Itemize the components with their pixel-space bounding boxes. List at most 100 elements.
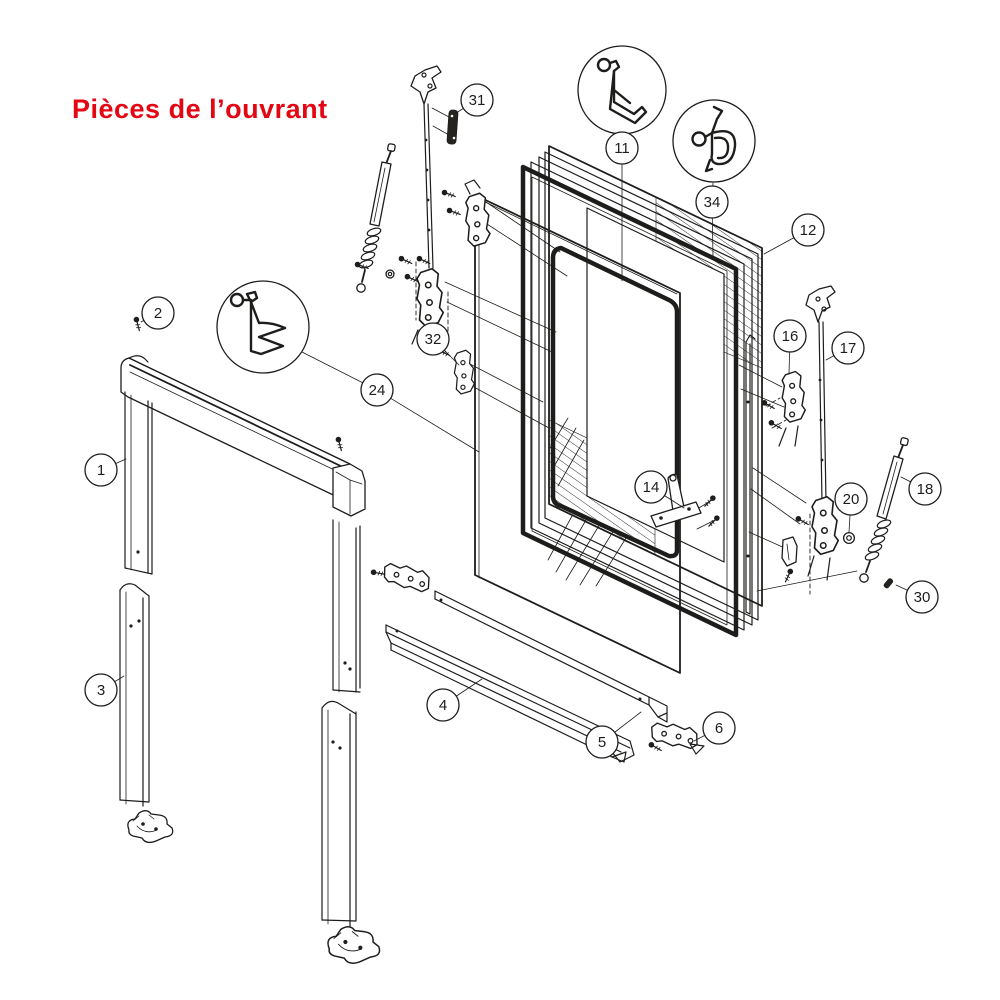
seal-profile-34-glyph bbox=[691, 105, 737, 173]
callout-circle-5 bbox=[585, 725, 619, 759]
part-3-rail bbox=[119, 583, 174, 844]
callout-circle-2 bbox=[141, 296, 175, 330]
glass-reflection bbox=[547, 417, 627, 587]
arm-17-foot bbox=[793, 495, 840, 581]
leader-line-24 bbox=[376, 389, 480, 453]
callout-number-6: 6 bbox=[715, 720, 723, 737]
seal-profile-24-glyph bbox=[229, 290, 287, 356]
detail-circle-24 bbox=[216, 280, 310, 374]
outer-seal-loop bbox=[520, 164, 739, 638]
callout-number-16: 16 bbox=[782, 328, 799, 345]
window-handle bbox=[650, 473, 722, 529]
detail-circle-34 bbox=[672, 99, 756, 183]
callout-number-34: 34 bbox=[704, 194, 721, 211]
strut-spring bbox=[864, 519, 892, 561]
callout-number-17: 17 bbox=[840, 340, 857, 357]
frame-hatch-bottom-left bbox=[548, 419, 656, 556]
frame-corner-cap-right bbox=[332, 463, 366, 517]
strut-spring bbox=[358, 227, 382, 269]
bottom-rail-4 bbox=[385, 624, 635, 763]
callout-5: 5 bbox=[585, 725, 619, 759]
frame-top-bar bbox=[120, 355, 366, 575]
sash-frame-rear bbox=[548, 145, 763, 607]
spreader-arm-17 bbox=[793, 285, 840, 581]
callout-30: 30 bbox=[905, 580, 939, 614]
frame-left-rail-upper bbox=[124, 391, 153, 575]
callout-circle-17 bbox=[831, 331, 865, 365]
callout-14: 14 bbox=[634, 470, 668, 504]
callout-16: 16 bbox=[773, 319, 807, 353]
callout-31: 31 bbox=[460, 83, 494, 117]
corner-foot-bracket bbox=[127, 810, 174, 844]
hinge-bracket-16 bbox=[759, 370, 807, 447]
gas-strut-18 bbox=[859, 437, 909, 583]
corner-foot-bracket bbox=[327, 925, 381, 964]
cover-plate-31 bbox=[446, 109, 459, 145]
callout-18: 18 bbox=[908, 472, 942, 506]
callout-circle-3 bbox=[84, 673, 118, 707]
callout-12: 12 bbox=[791, 213, 825, 247]
callout-circle-20 bbox=[834, 482, 868, 516]
callout-circle-14 bbox=[634, 470, 668, 504]
callout-11: 11 bbox=[605, 131, 639, 165]
nut-20 bbox=[842, 531, 856, 545]
callout-circle-11 bbox=[605, 131, 639, 165]
glazing-bead-strip bbox=[745, 334, 756, 615]
callout-34: 34 bbox=[695, 185, 729, 219]
callout-24: 24 bbox=[360, 373, 394, 407]
callout-17: 17 bbox=[831, 331, 865, 365]
callout-2: 2 bbox=[141, 296, 175, 330]
inner-glazing-gasket bbox=[550, 245, 680, 559]
rail-end-bracket-left bbox=[369, 557, 435, 597]
callout-circle-30 bbox=[905, 580, 939, 614]
callout-6: 6 bbox=[702, 711, 736, 745]
sash-profile-outlines bbox=[530, 151, 759, 631]
callout-circle-18 bbox=[908, 472, 942, 506]
handle-screw bbox=[702, 493, 718, 509]
screw-30 bbox=[883, 578, 894, 589]
callout-3: 3 bbox=[84, 673, 118, 707]
callout-20: 20 bbox=[834, 482, 868, 516]
callout-number-24: 24 bbox=[369, 382, 386, 399]
callout-number-31: 31 bbox=[469, 92, 486, 109]
bottom-rail-5 bbox=[434, 590, 668, 723]
callout-number-32: 32 bbox=[425, 331, 442, 348]
handle-screw bbox=[706, 513, 722, 529]
callout-number-1: 1 bbox=[97, 462, 105, 479]
callout-circle-32 bbox=[416, 322, 450, 356]
spreader-arm-left bbox=[397, 65, 445, 349]
frame-screw-2b bbox=[334, 435, 345, 452]
callout-circle-4 bbox=[426, 688, 460, 722]
page-title: Pièces de l’ouvrant bbox=[72, 94, 328, 124]
callout-circle-31 bbox=[460, 83, 494, 117]
callout-number-11: 11 bbox=[614, 140, 630, 157]
washer bbox=[385, 269, 395, 279]
callout-number-12: 12 bbox=[800, 222, 817, 239]
callout-circle-34 bbox=[695, 185, 729, 219]
detail-circle-11 bbox=[577, 45, 667, 135]
callout-number-5: 5 bbox=[598, 734, 606, 751]
lower-right-plate bbox=[781, 536, 798, 584]
callout-number-4: 4 bbox=[439, 697, 447, 714]
seal-profile-11-glyph bbox=[596, 57, 648, 125]
callout-4: 4 bbox=[426, 688, 460, 722]
callout-number-18: 18 bbox=[917, 481, 934, 498]
frame-right-rail-lower bbox=[321, 700, 381, 964]
callout-circle-16 bbox=[773, 319, 807, 353]
callout-number-2: 2 bbox=[154, 305, 162, 322]
frame-screw-2 bbox=[132, 315, 143, 332]
corner-bracket-6 bbox=[646, 717, 705, 755]
callout-circle-1 bbox=[84, 453, 118, 487]
callout-circle-12 bbox=[791, 213, 825, 247]
callout-number-20: 20 bbox=[843, 491, 860, 508]
callout-circle-24 bbox=[360, 373, 394, 407]
keeper-bracket-upper bbox=[440, 179, 491, 247]
callout-1: 1 bbox=[84, 453, 118, 487]
callout-number-3: 3 bbox=[97, 682, 105, 699]
callout-number-14: 14 bbox=[643, 479, 660, 496]
callout-32: 32 bbox=[416, 322, 450, 356]
gas-strut-left bbox=[356, 143, 396, 293]
bracket-32 bbox=[435, 346, 475, 395]
